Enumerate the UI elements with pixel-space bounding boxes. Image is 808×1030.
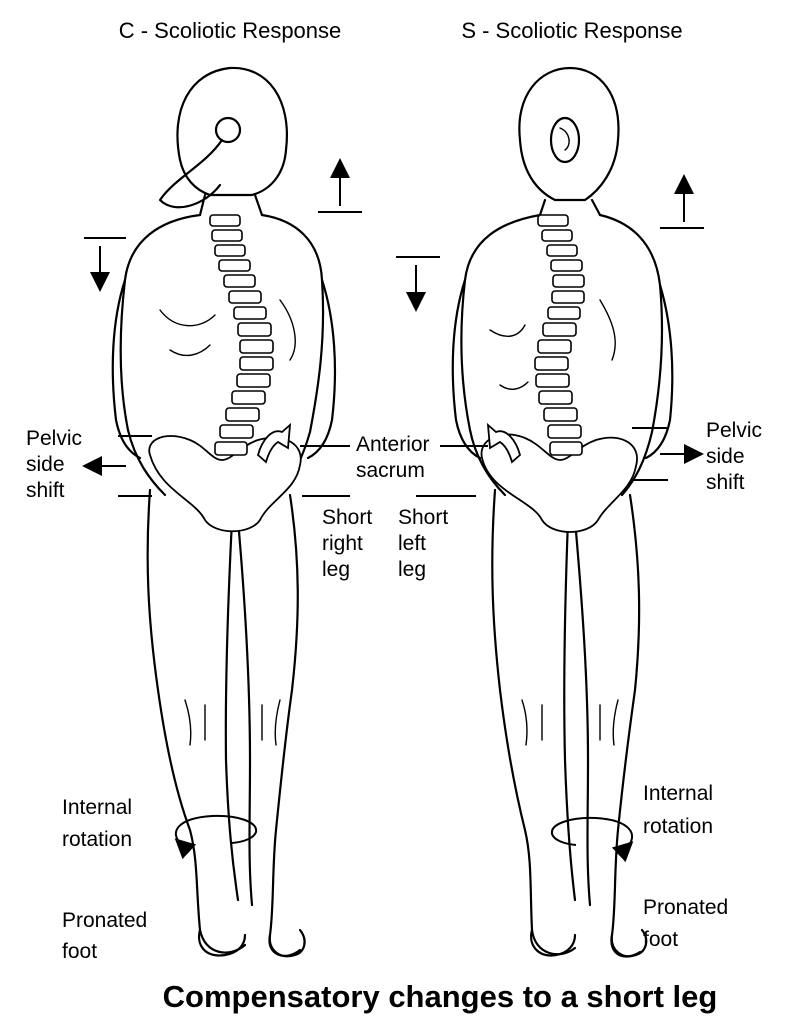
pelvic-label-s-2: side [706, 445, 745, 468]
left-arm-s [451, 278, 482, 460]
hair-s [518, 66, 620, 202]
short-leg-c: Short right leg [302, 495, 372, 581]
right-foot-c [268, 928, 306, 958]
pelvic-label-c-2: side [26, 453, 65, 476]
short-leg-c-1: Short [322, 506, 372, 529]
right-foot-s [610, 928, 648, 958]
hair-bun-c [214, 116, 242, 144]
internal-rotation-c-1: Internal [62, 796, 132, 819]
internal-rotation-s-2: rotation [643, 815, 713, 838]
anterior-sacrum-label-2: sacrum [356, 459, 425, 482]
internal-rotation-s-1: Internal [643, 782, 713, 805]
legs-c [146, 488, 302, 957]
pelvic-label-c-1: Pelvic [26, 427, 82, 450]
rotation-arrow-icon [174, 814, 258, 860]
neck-s [538, 198, 602, 217]
pelvic-label-s-1: Pelvic [706, 419, 762, 442]
title-c-scoliotic: C - Scoliotic Response [119, 18, 342, 43]
ponytail-c [158, 138, 224, 209]
torso-s [460, 213, 664, 497]
hair-c [176, 66, 288, 197]
pelvic-label-s-3: shift [706, 471, 745, 494]
pelvic-shift-c: Pelvic side shift [26, 427, 152, 502]
pronated-foot-s-2: foot [643, 928, 678, 951]
legs-s [491, 488, 642, 958]
figure-s-response [451, 66, 674, 958]
pronated-foot-s: Pronated foot [643, 896, 728, 951]
pronated-foot-s-1: Pronated [643, 896, 728, 919]
pronated-foot-c-1: Pronated [62, 909, 147, 932]
pelvic-label-c-3: shift [26, 479, 65, 502]
short-leg-s: Short left leg [398, 495, 476, 581]
internal-rotation-s: Internal rotation [550, 782, 713, 863]
internal-rotation-c: Internal rotation [62, 796, 258, 860]
short-leg-c-3: leg [322, 558, 350, 581]
left-foot-s [530, 928, 577, 957]
spine-s [534, 214, 585, 456]
pronated-foot-c: Pronated foot [62, 909, 147, 963]
right-arm-s [644, 283, 674, 460]
spine-c [209, 214, 274, 456]
internal-rotation-c-2: rotation [62, 828, 132, 851]
figure-c-response [111, 66, 337, 958]
pelvis-s [480, 433, 638, 533]
hair-bun-s [549, 116, 581, 164]
anterior-sacrum-label-1: Anterior [356, 433, 430, 456]
rotation-arrow-icon [550, 816, 634, 863]
short-leg-s-3: leg [398, 558, 426, 581]
short-leg-c-2: right [322, 532, 363, 555]
pronated-foot-c-2: foot [62, 940, 97, 963]
sacrum-arrow-s [486, 422, 522, 464]
neck-c [198, 193, 264, 217]
left-foot-c [198, 928, 247, 957]
sacrum-arrow-c [256, 422, 292, 464]
right-arm-c [306, 278, 337, 460]
caption: Compensatory changes to a short leg [163, 979, 718, 1014]
short-leg-s-1: Short [398, 506, 448, 529]
left-arm-c [111, 278, 142, 460]
short-leg-s-2: left [398, 532, 426, 555]
anterior-sacrum-callout: Anterior sacrum [300, 433, 488, 482]
shoulder-indicators [84, 158, 704, 312]
pelvic-shift-s: Pelvic side shift [632, 419, 762, 494]
title-s-scoliotic: S - Scoliotic Response [461, 18, 682, 43]
